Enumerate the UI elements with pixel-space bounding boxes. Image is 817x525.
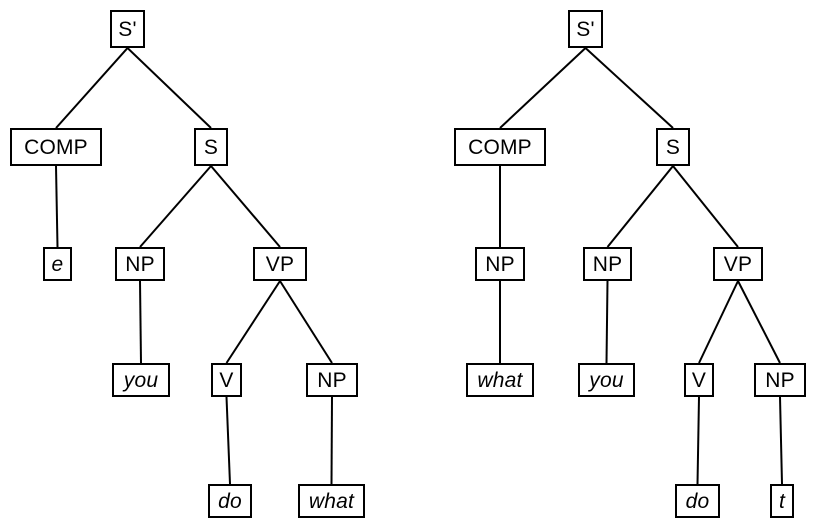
tree-node-label: NP [317,368,347,392]
tree-node-label: VP [265,252,295,276]
tree-node-comp: COMP [10,128,102,166]
tree-branch-s-to-vp [672,165,739,248]
tree-node-t: t [770,484,794,518]
tree-node-label: V [691,368,707,392]
tree-node-label: you [589,368,624,392]
tree-node-what: what [466,363,534,397]
tree-node-v: V [684,363,714,397]
tree-node-np: NP [754,363,806,397]
tree-branch-vp-to-v [225,280,281,364]
tree-node-s: S [194,128,228,166]
tree-branch-s-to-comp [499,47,587,129]
tree-node-label: e [51,252,64,276]
tree-branch-s-to-s [584,47,674,129]
tree-node-you: you [112,363,170,397]
tree-branch-s-to-np [606,165,674,248]
tree-node-label: NP [592,252,623,276]
tree-branch-v-to-do [225,396,231,485]
tree-node-v: V [211,363,242,397]
tree-node-do: do [208,484,252,518]
tree-node-vp: VP [713,247,763,281]
tree-node-label: NP [125,252,155,276]
tree-node-label: V [219,368,234,392]
tree-node-s: S' [110,10,145,48]
tree-node-comp: COMP [454,128,546,166]
tree-node-label: what [308,489,355,513]
tree-node-do: do [675,484,720,518]
tree-node-label: NP [765,368,795,392]
tree-node-label: S' [118,17,137,41]
tree-node-e: e [43,247,72,281]
tree-node-vp: VP [253,247,307,281]
tree-node-label: what [477,368,523,392]
tree-node-label: you [123,368,159,392]
tree-node-np: NP [475,247,525,281]
tree-branch-np-to-you [605,280,609,364]
tree-branch-vp-to-v [698,280,739,364]
tree-branch-vp-to-np [279,280,333,364]
tree-node-what: what [298,484,365,518]
tree-branch-comp-to-e [55,165,59,248]
tree-node-np: NP [115,247,165,281]
tree-branch-vp-to-np [737,280,781,364]
tree-node-s: S' [568,10,603,48]
tree-node-you: you [578,363,635,397]
tree-node-label: NP [485,252,515,276]
tree-node-label: VP [723,252,753,276]
tree-node-label: COMP [24,135,88,159]
tree-branch-v-to-do [696,396,700,485]
tree-node-label: S [203,135,219,159]
tree-branch-np-to-t [779,396,783,485]
tree-branch-np-to-you [139,280,142,364]
tree-node-label: t [778,489,786,513]
tree-node-label: do [685,489,710,513]
tree-branch-s-to-vp [210,165,281,248]
tree-branch-s-to-np [139,165,212,248]
tree-branch-np-to-what [330,396,333,485]
tree-node-np: NP [306,363,358,397]
tree-node-np: NP [583,247,632,281]
tree-branch-s-to-comp [55,47,129,129]
tree-node-label: S [665,135,681,159]
tree-node-label: do [218,489,242,513]
tree-node-label: S' [576,17,595,41]
tree-branch-s-to-s [126,47,212,129]
tree-node-s: S [656,128,690,166]
tree-node-label: COMP [468,135,532,159]
